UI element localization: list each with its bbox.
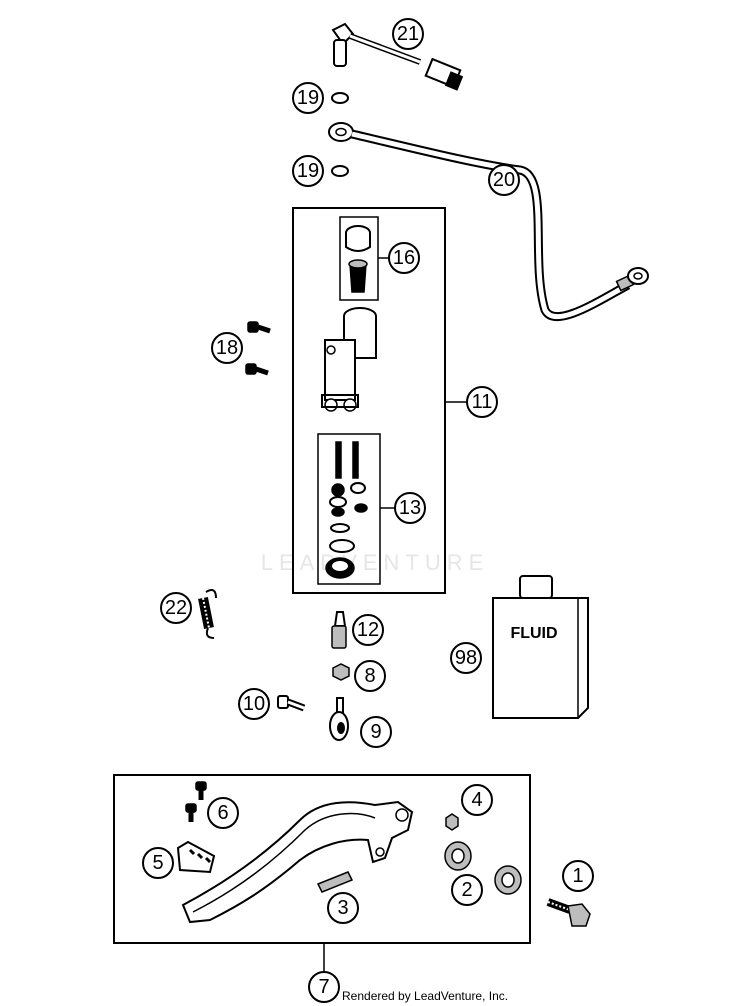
- callout-19-lower[interactable]: 19: [292, 155, 324, 187]
- clevis-part[interactable]: [329, 697, 349, 741]
- svg-text:19: 19: [297, 87, 319, 109]
- pivot-bolt-part[interactable]: [546, 898, 591, 927]
- reservoir-cap-part[interactable]: [345, 225, 371, 293]
- callout-3[interactable]: 3: [327, 892, 359, 924]
- svg-text:4: 4: [471, 789, 482, 811]
- callout-16[interactable]: 16: [388, 242, 420, 274]
- brake-line-part[interactable]: [328, 122, 649, 322]
- callout-98[interactable]: 98: [450, 642, 482, 674]
- callout-18[interactable]: 18: [211, 332, 243, 364]
- svg-text:9: 9: [370, 721, 381, 743]
- master-cylinder-body-part[interactable]: [321, 307, 377, 412]
- callout-21[interactable]: 21: [392, 18, 424, 50]
- brake-light-switch-part[interactable]: [331, 22, 464, 91]
- callout-12[interactable]: 12: [352, 614, 384, 646]
- spring-part[interactable]: [198, 589, 217, 639]
- callout-4[interactable]: 4: [461, 784, 493, 816]
- callout-1[interactable]: 1: [562, 860, 594, 892]
- callout-2[interactable]: 2: [451, 874, 483, 906]
- bearing-pair-part[interactable]: [444, 841, 522, 895]
- callout-6[interactable]: 6: [207, 797, 239, 829]
- svg-text:7: 7: [318, 976, 329, 998]
- nut-part[interactable]: [332, 663, 350, 681]
- sealing-ring-upper-part[interactable]: [331, 92, 349, 104]
- svg-text:1: 1: [572, 865, 583, 887]
- credit-text: Rendered by LeadVenture, Inc.: [342, 989, 508, 1003]
- callout-9[interactable]: 9: [360, 716, 392, 748]
- bolt-part[interactable]: [277, 695, 306, 712]
- svg-text:13: 13: [399, 497, 421, 519]
- master-cylinder-frame: [292, 207, 446, 594]
- svg-text:20: 20: [493, 169, 515, 191]
- svg-text:19: 19: [297, 160, 319, 182]
- callout-8[interactable]: 8: [354, 660, 386, 692]
- svg-text:5: 5: [152, 852, 163, 874]
- svg-text:11: 11: [472, 391, 493, 413]
- foot-brake-lever-part[interactable]: [181, 800, 414, 924]
- fluid-label: FLUID: [510, 625, 557, 642]
- screw-set-part[interactable]: [245, 321, 271, 376]
- repair-kit-part[interactable]: [325, 441, 368, 579]
- svg-text:16: 16: [393, 247, 415, 269]
- callout-11[interactable]: 11: [466, 386, 498, 418]
- step-plate-part[interactable]: [176, 840, 216, 874]
- callout-20[interactable]: 20: [488, 164, 520, 196]
- svg-text:98: 98: [455, 647, 477, 669]
- watermark: LEADVENTURE: [261, 550, 490, 575]
- callout-13[interactable]: 13: [394, 492, 426, 524]
- push-rod-part[interactable]: [331, 611, 347, 649]
- pivot-pin-part[interactable]: [316, 871, 354, 893]
- repair-kit-frame: [317, 433, 381, 585]
- svg-text:21: 21: [397, 23, 419, 45]
- svg-text:18: 18: [216, 337, 238, 359]
- svg-text:6: 6: [217, 802, 228, 824]
- callout-7[interactable]: 7: [308, 971, 340, 1003]
- svg-text:10: 10: [243, 693, 265, 715]
- lever-nut-part[interactable]: [445, 813, 459, 831]
- callout-22[interactable]: 22: [160, 592, 192, 624]
- svg-text:8: 8: [364, 665, 375, 687]
- brake-fluid-bottle-part[interactable]: FLUID: [492, 575, 589, 719]
- brake-lever-frame: [113, 774, 531, 944]
- callout-10[interactable]: 10: [238, 688, 270, 720]
- callout-5[interactable]: 5: [142, 847, 174, 879]
- sealing-ring-lower-part[interactable]: [331, 165, 349, 177]
- svg-text:12: 12: [357, 619, 379, 641]
- callout-19-upper[interactable]: 19: [292, 82, 324, 114]
- svg-text:2: 2: [461, 879, 472, 901]
- screw-pair-part[interactable]: [185, 781, 207, 822]
- svg-text:3: 3: [337, 897, 348, 919]
- svg-text:22: 22: [165, 597, 187, 619]
